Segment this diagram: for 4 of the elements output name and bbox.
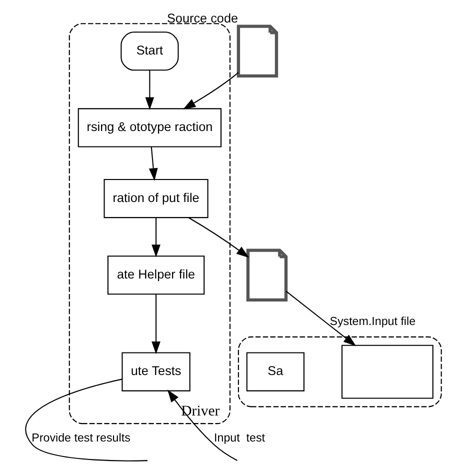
edge-label: System.Input file bbox=[329, 315, 416, 328]
node-label: Source code bbox=[166, 12, 238, 26]
edge-label: Provide test results bbox=[31, 431, 130, 444]
edge-label: Input test bbox=[214, 431, 264, 444]
